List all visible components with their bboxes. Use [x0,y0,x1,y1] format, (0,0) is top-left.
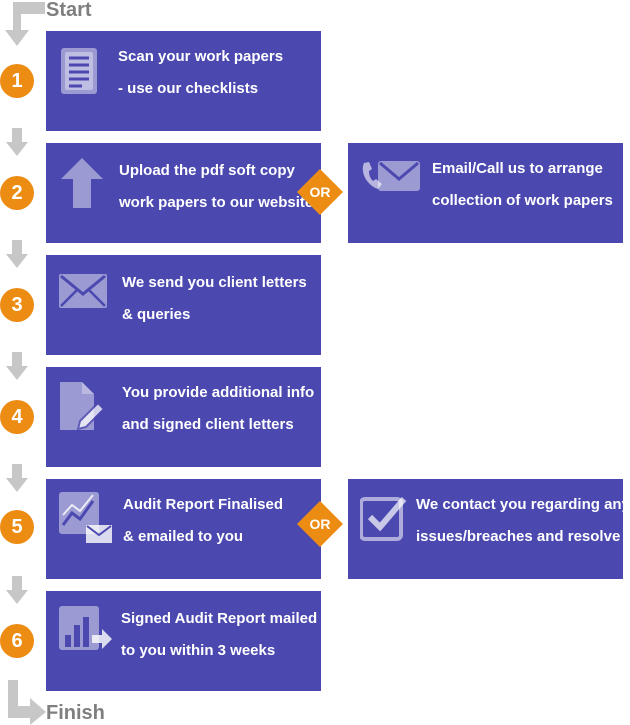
step-5-alt-line2: issues/breaches and resolve [416,528,621,545]
start-connector [5,2,45,46]
step-6-line2: to you within 3 weeks [121,642,276,659]
step-4-badge: 4 [0,400,34,434]
step-2-alt-line2: collection of work papers [432,192,613,209]
step-5-line2: & emailed to you [123,528,244,545]
down-arrow-3 [6,352,28,380]
document-pen-icon [60,382,106,431]
step-5-box: Audit Report Finalised & emailed to you [46,479,321,579]
down-arrow-1 [6,128,28,156]
step-2-badge: 2 [0,176,34,210]
down-arrow-4 [6,464,28,492]
step-2-alt-line1: Email/Call us to arrange [432,160,603,177]
bar-chart-arrow-icon [59,606,112,650]
document-icon [61,48,97,94]
or-diamond-step-2: OR [297,169,343,215]
phone-mail-icon [362,161,420,191]
step-4-box: You provide additional info and signed c… [46,367,321,467]
step-1-line1: Scan your work papers [118,48,284,65]
step-6-box: Signed Audit Report mailed to you within… [46,591,321,691]
or-label-step-2: OR [309,184,331,200]
down-arrow-5 [6,576,28,604]
finish-label: Finish [46,702,105,724]
step-6-line1: Signed Audit Report mailed [121,610,318,627]
step-5-alt-line1: We contact you regarding any [416,496,630,513]
finish-connector [8,680,46,725]
or-diamond-step-5: OR [297,501,343,547]
upload-arrow-icon [61,158,103,208]
step-2-box: Upload the pdf soft copy work papers to … [46,143,321,243]
step-2-alt-box: Email/Call us to arrange collection of w… [348,143,623,243]
envelope-icon [59,274,107,308]
step-5-badge: 5 [0,510,34,544]
step-3-badge: 3 [0,288,34,322]
step-1-box: Scan your work papers - use our checklis… [46,31,321,131]
chart-mail-icon [59,492,112,543]
step-5-line1: Audit Report Finalised [123,496,284,513]
step-2-line1: Upload the pdf soft copy [119,162,295,179]
checkbox-icon [360,497,407,541]
step-4-line2: and signed client letters [122,416,294,433]
step-6-badge: 6 [0,624,34,658]
start-label: Start [46,0,92,21]
step-1-badge: 1 [0,64,34,98]
step-3-line2: & queries [122,306,191,323]
step-1-line2: - use our checklists [118,80,259,97]
down-arrow-2 [6,240,28,268]
or-label-step-5: OR [309,516,331,532]
step-5-alt-box: We contact you regarding any issues/brea… [348,479,630,579]
step-4-line1: You provide additional info [122,384,315,401]
step-2-line2: work papers to our website [119,194,314,211]
step-3-box: We send you client letters & queries [46,255,321,355]
step-3-line1: We send you client letters [122,274,307,291]
